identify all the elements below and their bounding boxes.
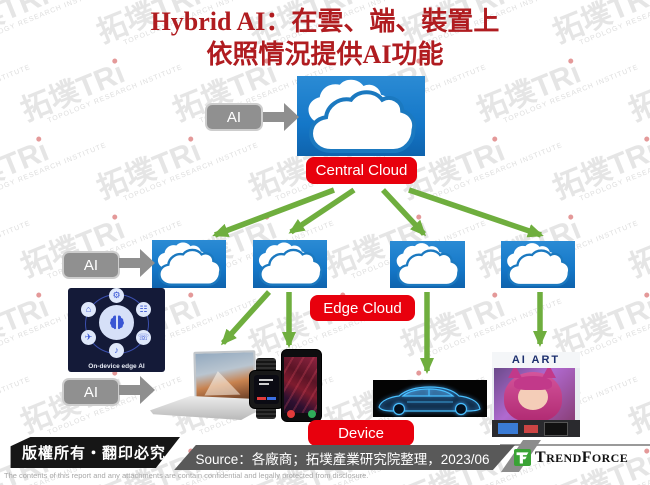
copyright-flag: 版權所有‧翻印必究	[10, 437, 180, 468]
gray-arrow-icon-central	[263, 103, 299, 131]
camera-icon: ☏	[136, 330, 151, 345]
ai-art-sign: AI ART	[492, 352, 580, 368]
on-device-edge-ai-image: ⚙ ☷ ☏ ♪ ✈ ⌂ On-device edge AI	[68, 288, 165, 372]
arrow-central-to-edge1	[212, 187, 335, 238]
title-line-1: Hybrid AI：在雲、端、裝置上	[150, 7, 500, 36]
trendforce-logo: TRENDFORCE	[514, 447, 646, 468]
arrow-central-to-edge2	[288, 187, 356, 235]
cloud-icon	[297, 76, 425, 156]
edge-cloud-image-3	[390, 241, 465, 288]
music-icon: ♪	[109, 343, 124, 358]
page-title: Hybrid AI：在雲、端、裝置上 依照情況提供AI功能	[0, 6, 650, 71]
title-line-2: 依照情況提供AI功能	[206, 39, 444, 69]
cloud-icon	[390, 241, 465, 288]
ai-label-edge: AI	[62, 251, 120, 279]
home-icon: ⌂	[81, 302, 96, 317]
arrow-central-to-edge4	[408, 187, 544, 238]
arrow-edge-to-laptop	[220, 290, 272, 346]
ai-label-device: AI	[62, 378, 120, 406]
edge-cloud-image-2	[253, 240, 327, 288]
disclaimer-text: The contents of this report and any atta…	[4, 471, 369, 480]
car-xray-image	[373, 380, 487, 417]
edge-cloud-badge: Edge Cloud	[310, 295, 415, 321]
smartwatch-image	[248, 358, 284, 419]
answer-call-icon	[308, 410, 316, 418]
cloud-icon	[253, 240, 327, 288]
footer-top-rule	[500, 444, 650, 446]
laptop-image	[150, 350, 257, 420]
edge-cloud-image-1	[152, 240, 226, 288]
ai-label-central: AI	[205, 103, 263, 131]
cloud-icon	[152, 240, 226, 288]
cat-ear-right	[542, 368, 556, 378]
device-badge: Device	[308, 420, 414, 446]
brain-icon	[99, 305, 134, 340]
booth-clutter	[492, 420, 580, 437]
trendforce-logo-icon	[514, 449, 531, 466]
arrow-central-to-edge3	[380, 188, 427, 237]
ai-art-display-image: AI ART	[492, 352, 580, 437]
source-bar: Source：各廠商；拓墣產業研究院整理，2023/06	[174, 445, 515, 470]
smartphone-image	[281, 349, 322, 422]
decline-call-icon	[287, 410, 295, 418]
central-cloud-badge: Central Cloud	[306, 157, 417, 184]
edge-cloud-image-4	[501, 241, 575, 288]
gear-icon: ⚙	[109, 288, 124, 303]
vehicle-icon: ✈	[81, 330, 96, 345]
gray-arrow-icon-device	[119, 376, 155, 404]
gray-arrow-icon-edge	[119, 249, 155, 277]
trendforce-logo-text: TRENDFORCE	[535, 448, 629, 466]
robot-icon: ☷	[136, 302, 151, 317]
on-device-caption: On-device edge AI	[88, 363, 145, 370]
cat-ear-left	[508, 368, 522, 378]
cloud-icon	[501, 241, 575, 288]
ai-art-screen	[494, 368, 575, 420]
central-cloud-image	[297, 76, 425, 156]
